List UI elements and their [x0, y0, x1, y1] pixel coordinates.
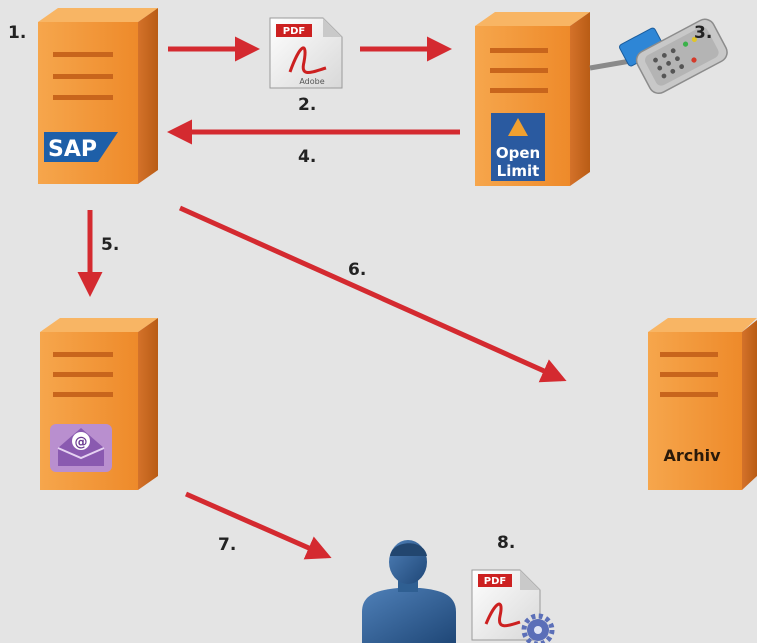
step-label-8: 8.	[497, 533, 515, 553]
openlimit-logo: Open Limit	[491, 113, 545, 181]
svg-text:SAP: SAP	[48, 137, 97, 162]
mail-at-icon: @	[50, 424, 112, 472]
arrow-step-6	[178, 205, 567, 383]
step-label-2: 2.	[298, 95, 316, 115]
step-label-1: 1.	[8, 23, 26, 43]
step-label-3: 3.	[694, 23, 712, 43]
svg-text:PDF: PDF	[484, 576, 506, 587]
svg-text:Open: Open	[496, 144, 540, 162]
step-label-5: 5.	[101, 235, 119, 255]
sap-logo: SAP	[44, 132, 118, 162]
step-label-4: 4.	[298, 147, 316, 167]
pdf-document-icon: PDF Adobe	[269, 17, 343, 89]
step-label-6: 6.	[348, 260, 366, 280]
pdf-final-document-icon: PDF	[471, 569, 555, 643]
svg-text:PDF: PDF	[283, 26, 305, 37]
mail-server: @	[40, 318, 158, 490]
step-label-7: 7.	[218, 535, 236, 555]
gear-icon	[521, 613, 555, 643]
archive-server: Archiv	[648, 318, 757, 490]
archive-label: Archiv	[663, 446, 721, 465]
arrow-step-7	[184, 491, 332, 560]
openlimit-server: Open Limit	[475, 12, 590, 186]
recipient-person-icon	[362, 540, 456, 643]
card-reader-icon	[619, 18, 728, 95]
svg-text:Limit: Limit	[497, 162, 540, 180]
svg-text:@: @	[75, 435, 88, 450]
svg-text:Adobe: Adobe	[299, 77, 324, 86]
sap-server: SAP	[38, 8, 158, 184]
arrows	[77, 36, 567, 560]
